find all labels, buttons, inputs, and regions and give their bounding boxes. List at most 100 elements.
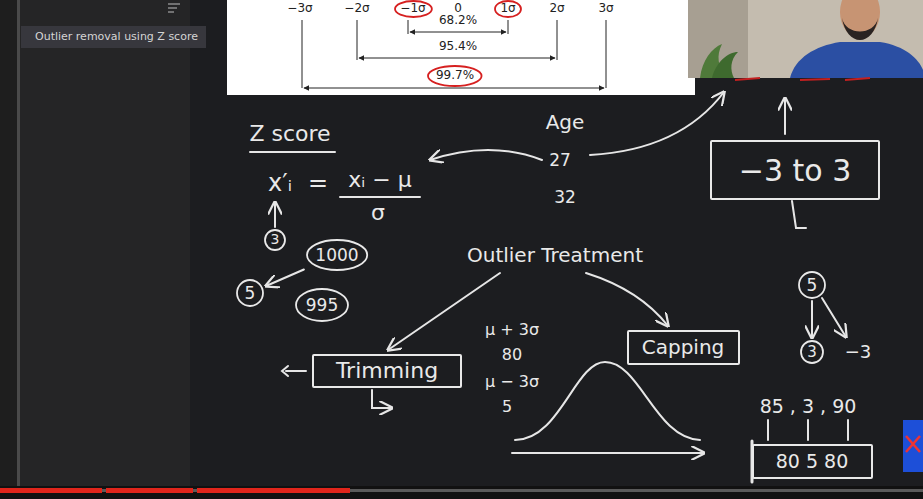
side-icon-cross: [906, 436, 920, 452]
webcam-wall: [688, 0, 923, 78]
down-ticks: [768, 420, 848, 440]
sidebar-panel: [20, 0, 190, 486]
circled-number: 5: [236, 279, 264, 307]
note: μ − 3σ: [485, 373, 539, 391]
normal-distribution-figure: [227, 0, 695, 95]
figure-ticks: [302, 20, 606, 88]
circled-label: −1σ: [394, 0, 433, 18]
circle-outline: [296, 289, 348, 321]
curved-arrow: [590, 92, 724, 155]
node-text: 3: [807, 344, 817, 361]
side-icon: [903, 420, 923, 472]
percent-label: 95.4%: [439, 40, 477, 53]
axis-label: −3σ: [287, 2, 312, 15]
node-text: −1σ: [400, 2, 425, 15]
pointer-arrow: [274, 202, 276, 227]
circled-number: 995: [295, 288, 349, 322]
node-text: 995: [306, 296, 338, 315]
up-arrow: [784, 98, 786, 134]
circled-number: 3: [800, 340, 824, 364]
underline: [250, 151, 335, 153]
progress-segment: [106, 488, 193, 493]
node-text: 3: [271, 232, 280, 247]
percent-label: 68.2%: [439, 14, 477, 27]
node-text: 80 5 80: [776, 451, 849, 472]
connector-arrow: [811, 301, 813, 338]
curved-arrow: [430, 150, 542, 160]
node-text: Capping: [642, 336, 725, 358]
progress-track: [0, 489, 923, 492]
data-value: 27: [549, 151, 571, 170]
circled-number: 5: [798, 271, 826, 299]
fraction-bar: [340, 196, 420, 198]
sidebar-item: Outlier removal using Z score: [21, 26, 206, 48]
person-beard: [842, 18, 878, 40]
left-strip: [0, 0, 20, 486]
axis-label: −2σ: [344, 2, 369, 15]
progress-segment: [0, 488, 102, 493]
circled-label: 1σ: [494, 0, 522, 18]
data-values: 85 , 3 , 90: [760, 396, 857, 417]
value-box: 80 5 80: [752, 444, 873, 479]
axis-label: 2σ: [549, 2, 564, 15]
red-chalk-marks: [735, 78, 870, 80]
range-arrow-95: [359, 58, 555, 59]
column-name: Age: [546, 111, 585, 133]
node-text: 5: [807, 276, 818, 295]
data-value: 32: [554, 188, 576, 207]
note: μ + 3σ: [485, 321, 539, 339]
note: −3: [845, 342, 872, 362]
branch-arrow: [822, 298, 846, 337]
bell-curve: [515, 362, 700, 440]
formula-part: xᵢ − μ: [348, 168, 411, 192]
note: 5: [502, 398, 512, 416]
circle-outline: [265, 230, 285, 250]
node-text: Trimming: [336, 359, 438, 383]
node-text: Outlier removal using Z score: [35, 31, 198, 43]
hook-arrow: [372, 390, 392, 408]
node-text: −3 to 3: [739, 154, 852, 187]
note: 80: [502, 346, 522, 364]
webcam-view: [688, 0, 923, 78]
axis-arrow: [512, 452, 704, 454]
node-text: 1σ: [500, 2, 515, 15]
bracket-mark: [792, 201, 806, 228]
axis-label: 3σ: [598, 2, 613, 15]
tick-3sigma: [302, 20, 606, 88]
range-arrow-99: [304, 88, 604, 89]
process-box: Trimming: [312, 354, 462, 388]
branch-arrow: [388, 273, 500, 350]
scrollbar: [17, 0, 20, 486]
plant-leaf: [712, 52, 738, 78]
circle-outline: [801, 341, 823, 363]
circle-outline: [237, 280, 263, 306]
circled-number: 3: [264, 229, 286, 251]
branch-arrow: [586, 273, 668, 326]
node-text: 5: [245, 284, 256, 303]
circled-label: 99.7%: [427, 65, 483, 87]
circled-number: 1000: [306, 239, 368, 271]
person-shirt: [790, 42, 923, 78]
circle-outline: [495, 1, 521, 17]
range-arrow-68: [410, 32, 506, 33]
circle-outline: [307, 240, 367, 270]
connector-arrow: [266, 269, 304, 286]
formula-part: σ: [371, 201, 385, 225]
node-text: 99.7%: [436, 69, 474, 82]
chalk-strokes: [250, 92, 848, 482]
webcam-shadow: [688, 0, 748, 78]
formula-part: =: [308, 170, 328, 196]
process-box: Capping: [627, 330, 740, 365]
circle-outline: [395, 1, 432, 17]
node-text: 1000: [315, 246, 358, 265]
sort-icon-lines: [168, 4, 180, 12]
progress-segment: [197, 488, 350, 493]
sort-icon: [168, 4, 180, 12]
player-bar: [0, 486, 923, 499]
left-mark: [282, 366, 306, 376]
circle-outline: [799, 272, 825, 298]
heading: Outlier Treatment: [467, 244, 643, 266]
heading: Z score: [249, 122, 330, 146]
formula-part: x′ᵢ: [268, 170, 292, 196]
